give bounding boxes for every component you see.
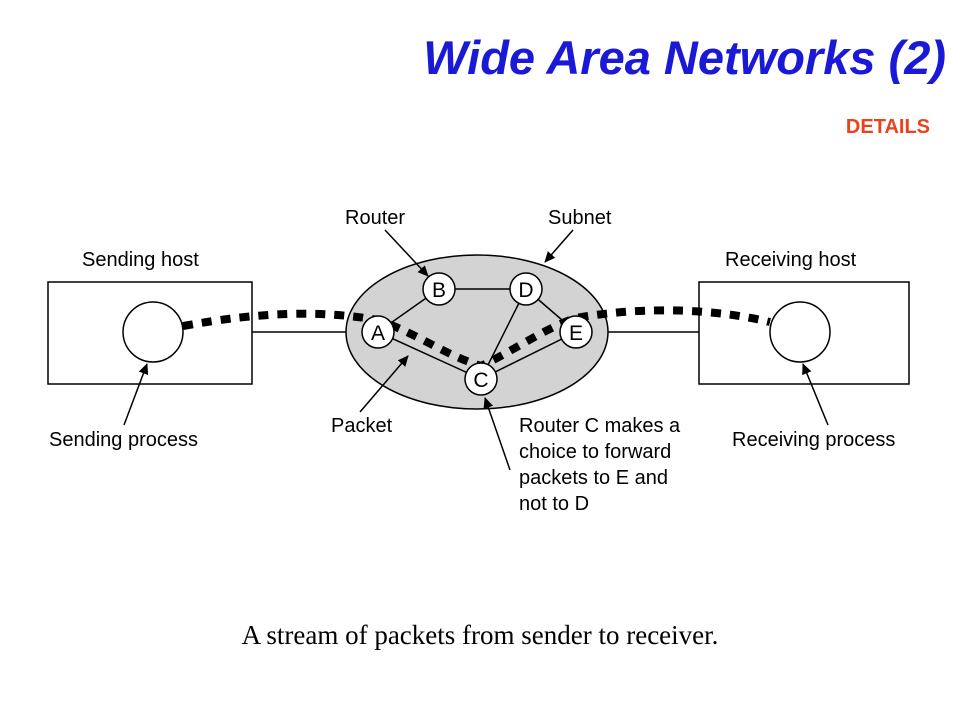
router-c-note-line: Router C makes a — [519, 415, 681, 437]
router-c-label: C — [473, 369, 488, 392]
details-link[interactable]: DETAILS — [845, 116, 930, 138]
sending-host-label: Sending host — [82, 249, 199, 271]
router-c-note-line: packets to E and — [519, 467, 668, 489]
subnet-ellipse — [345, 254, 609, 410]
router-d: D — [509, 272, 543, 306]
router-e-label: E — [569, 322, 583, 345]
sending-process-circle — [122, 301, 184, 363]
router-c: C — [464, 362, 498, 396]
slide-caption: A stream of packets from sender to recei… — [241, 620, 719, 650]
router-a-label: A — [371, 322, 385, 345]
slide-title: Wide Area Networks (2) — [423, 31, 946, 84]
receiving-host-label: Receiving host — [725, 249, 857, 271]
router-d-label: D — [518, 279, 533, 302]
receiving-process-arrow — [802, 363, 829, 426]
router-e: E — [559, 315, 593, 349]
router-label: Router — [345, 207, 405, 229]
router-b-label: B — [432, 279, 446, 302]
receiving-process-circle — [769, 301, 831, 363]
router-b: B — [422, 272, 456, 306]
router-c-note-line: not to D — [519, 493, 589, 515]
router-a: A — [361, 315, 395, 349]
subnet-arrow — [544, 229, 574, 263]
router-c-note: Router C makes a choice to forward packe… — [519, 415, 686, 515]
packet-label: Packet — [331, 415, 393, 437]
pointer-arrows — [123, 229, 829, 471]
router-arrow — [384, 229, 429, 277]
packet-arrow — [359, 355, 409, 413]
sending-process-arrow — [123, 363, 149, 426]
subnet-label: Subnet — [548, 207, 612, 229]
router-c-arrow — [483, 397, 511, 471]
sending-process-label: Sending process — [49, 429, 198, 451]
router-c-note-line: choice to forward — [519, 441, 671, 463]
receiving-process-label: Receiving process — [732, 429, 895, 451]
